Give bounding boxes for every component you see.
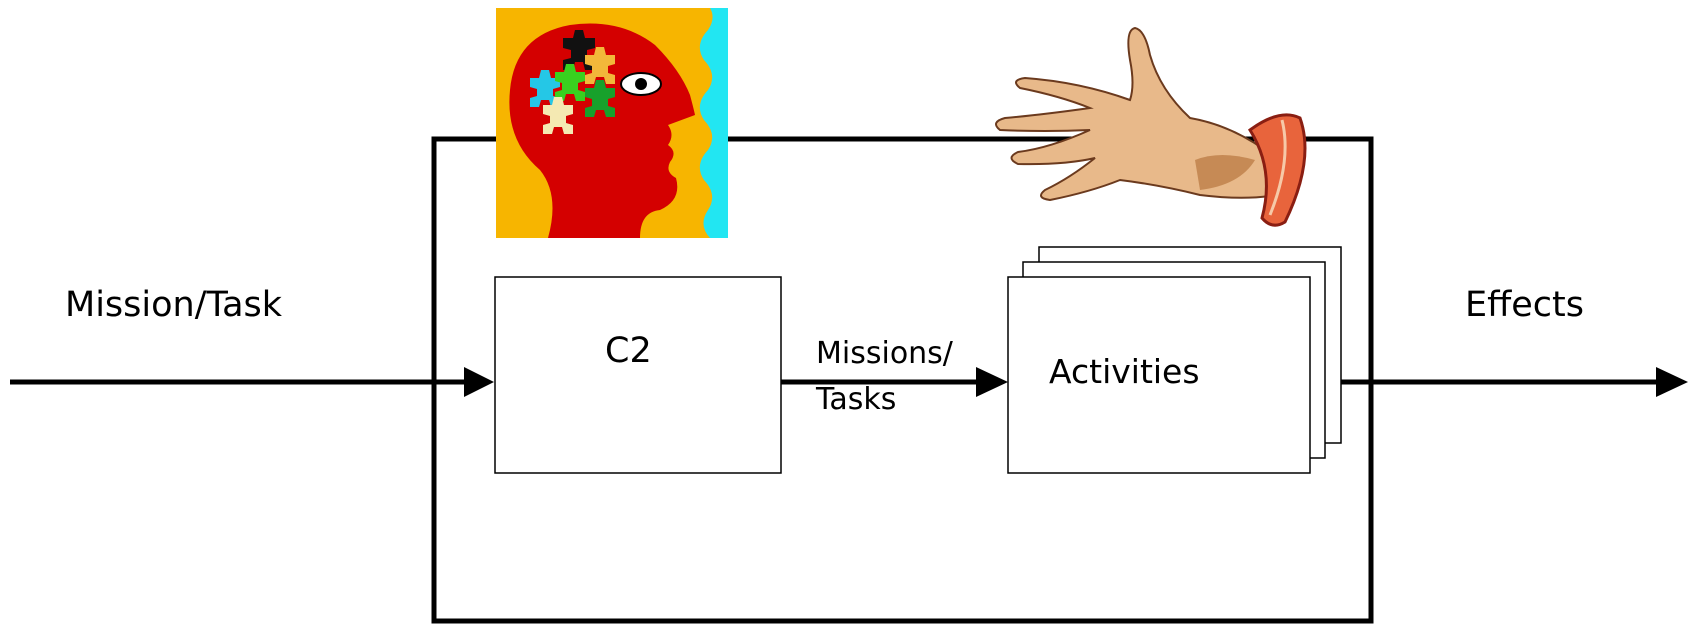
thinking-head-puzzle-icon (496, 8, 728, 238)
intermediate-label-line1: Missions/ (816, 336, 953, 371)
mid-arrowhead (976, 367, 1008, 397)
intermediate-label-line2: Tasks (816, 382, 897, 417)
input-arrowhead (464, 367, 494, 397)
output-label: Effects (1465, 285, 1584, 325)
input-label: Mission/Task (65, 285, 283, 325)
activities-label: Activities (1049, 352, 1200, 391)
reaching-hand-icon (995, 26, 1307, 227)
c2-label: C2 (605, 331, 652, 371)
c2-box (494, 276, 782, 474)
activities-box-front (1007, 276, 1311, 474)
output-arrowhead (1656, 367, 1688, 397)
